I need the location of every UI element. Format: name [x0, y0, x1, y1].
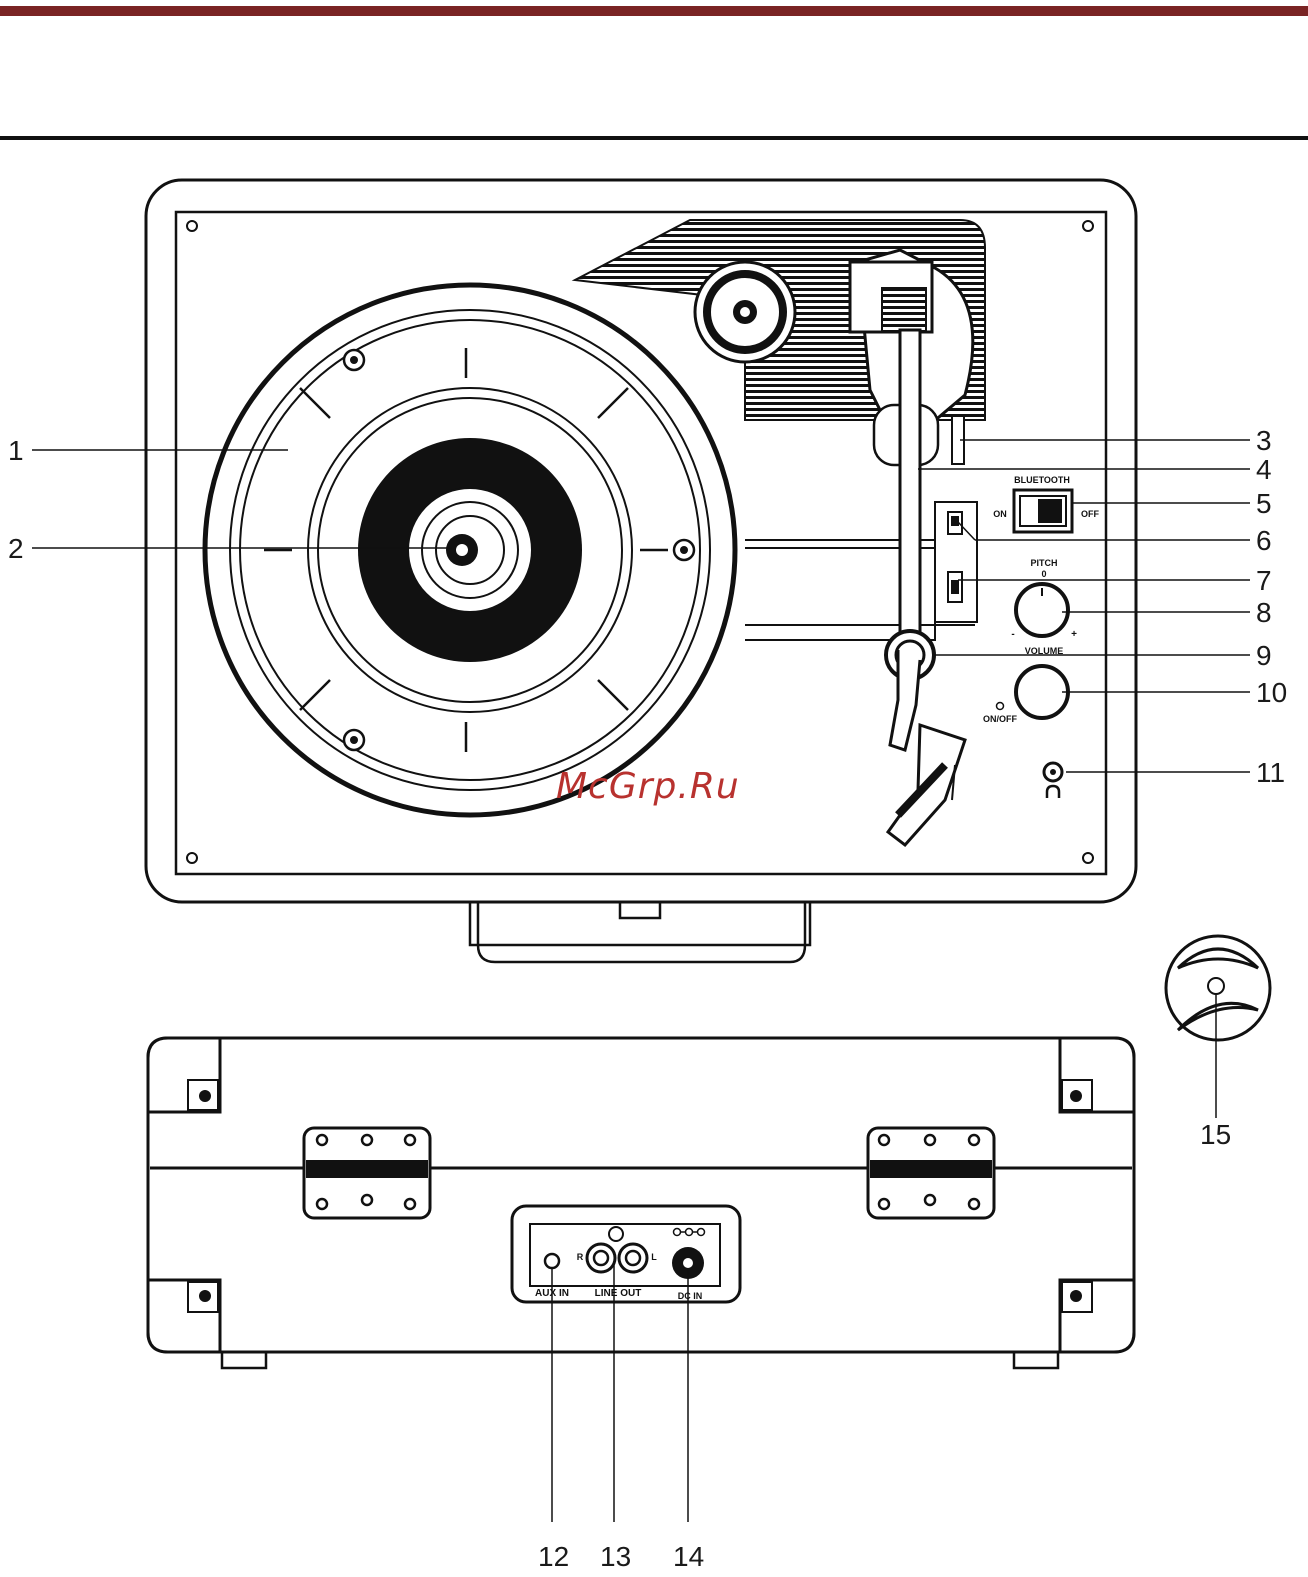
volume-knob[interactable] — [1016, 666, 1068, 718]
callout-2: 2 — [8, 533, 24, 564]
callout-3: 3 — [1256, 425, 1272, 456]
label-on: ON — [993, 509, 1007, 519]
carry-handle — [470, 902, 810, 962]
headphone-icon — [1047, 786, 1059, 798]
label-l: L — [651, 1252, 657, 1262]
label-plus: + — [1071, 629, 1077, 640]
callout-5: 5 — [1256, 488, 1272, 519]
callout-8: 8 — [1256, 597, 1272, 628]
stylus-detail — [1166, 936, 1270, 1040]
watermark: McGrp.Ru — [556, 766, 740, 807]
callout-7: 7 — [1256, 565, 1272, 596]
callout-11: 11 — [1256, 757, 1285, 788]
label-onoff: ON/OFF — [983, 714, 1017, 724]
callout-4: 4 — [1256, 454, 1272, 485]
callout-14: 14 — [673, 1541, 704, 1572]
label-pitch-zero: 0 — [1041, 569, 1046, 579]
label-pitch: PITCH — [1031, 558, 1058, 568]
label-r: R — [577, 1252, 584, 1262]
latch-right — [868, 1128, 994, 1218]
top-rule — [0, 6, 1308, 16]
callout-15: 15 — [1200, 1119, 1231, 1150]
dc-polarity-icon — [674, 1229, 705, 1236]
callout-6: 6 — [1256, 525, 1272, 556]
top-view: BLUETOOTH ON OFF PITCH 0 - + VOLUME ON/O… — [146, 180, 1136, 962]
latch-left — [304, 1128, 430, 1218]
label-dc-in: DC IN — [678, 1291, 703, 1301]
turntable-platter — [205, 285, 735, 815]
callout-13: 13 — [600, 1541, 631, 1572]
rear-view: AUX IN R LINE OUT L DC IN — [148, 1038, 1134, 1368]
callout-10: 10 — [1256, 677, 1287, 708]
label-off: OFF — [1081, 509, 1099, 519]
header-rule — [0, 136, 1308, 140]
callout-1: 1 — [8, 435, 24, 466]
label-line-out: LINE OUT — [595, 1288, 642, 1299]
aux-in-jack[interactable] — [545, 1254, 559, 1268]
label-minus: - — [1011, 629, 1014, 640]
callout-9: 9 — [1256, 640, 1272, 671]
label-bluetooth: BLUETOOTH — [1014, 475, 1070, 485]
callout-12: 12 — [538, 1541, 569, 1572]
